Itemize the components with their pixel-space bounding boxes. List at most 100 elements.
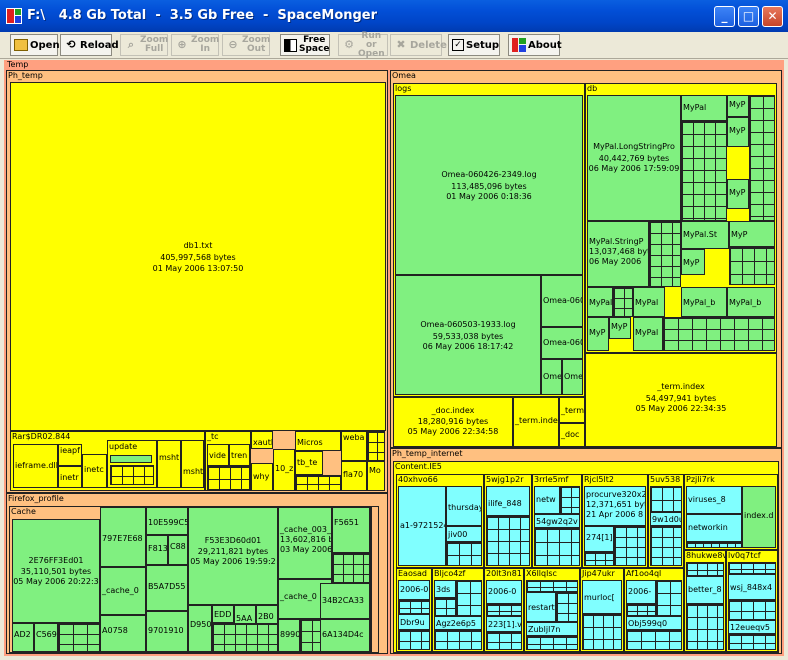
misc-subfiles-2[interactable] [367,431,385,461]
file-term-index[interactable]: _term.index 54,497,941 bytes 05 May 2006… [585,353,777,447]
file-cache-003[interactable]: _cache_003_ 13,602,816 byt 03 May 2006 [278,507,332,579]
file-ilife[interactable]: ilife_848 [486,486,530,516]
file-ome-a[interactable]: Ome [541,359,562,395]
folder-rar[interactable]: Rar$DR02.844 ieframe.dll ieapf inetr ine… [10,431,205,491]
db-subfiles-6[interactable] [663,317,775,351]
file-54gw2q2v[interactable]: 54gw2q2v [534,514,580,528]
file-index-d[interactable]: index.d [742,486,776,548]
subfiles[interactable] [446,542,482,566]
folder-eaosad[interactable]: Eaosad 2006-0 Dbr9u [396,568,432,652]
file-agz2e6p5[interactable]: Agz2e6p5 [434,616,482,630]
file-10z[interactable]: 10_z [273,449,295,491]
file-myp-6[interactable]: MyP [587,317,609,351]
folder-ph-temp[interactable]: Ph_temp db1.txt 405,997,568 bytes 01 May… [6,70,388,493]
file-jiv00[interactable]: jiv00 [446,526,482,542]
file-10e599c5[interactable]: 10E599C5 [146,507,188,535]
treemap[interactable]: Temp Ph_temp db1.txt 405,997,568 bytes 0… [4,60,784,656]
subfiles[interactable] [686,542,742,548]
folder-8hukwe8v[interactable]: 8hukwe8v better_8 [684,550,726,652]
cache-subfiles-4[interactable] [332,553,370,583]
file-term-small[interactable]: _term [559,397,585,423]
subfiles[interactable] [556,592,578,622]
folder-40xhvo66[interactable]: 40xhvo66 a1-9721524 thursday jiv00 [396,474,484,568]
file-micros[interactable]: Micros [295,431,341,451]
subfiles[interactable] [650,486,682,512]
file-mypal-1[interactable]: MyPal [681,95,727,121]
file-mo[interactable]: Mo [367,461,385,491]
subfiles[interactable] [486,516,530,566]
subfiles[interactable] [626,604,656,616]
tc-subfiles[interactable] [207,466,250,490]
folder-5uv538[interactable]: 5uv538 9w1d0u [648,474,684,568]
file-thursday[interactable]: thursday [446,486,482,526]
subfiles[interactable] [526,636,578,650]
file-f813[interactable]: F813 [146,535,168,565]
file-obj599q0[interactable]: Obj599q0 [626,616,682,630]
setup-button[interactable]: ✓ Setup [448,34,500,56]
subfiles[interactable] [486,632,522,650]
subfiles[interactable] [582,614,622,650]
file-tbte[interactable]: tb_te [295,451,323,475]
file-myp-2[interactable]: MyP [727,117,749,147]
file-myp-7[interactable]: MyP [609,317,631,339]
file-797e7e68[interactable]: 797E7E68 [100,507,146,567]
file-omea-060-b[interactable]: Omea-060 [541,327,583,359]
file-xauth[interactable]: xauth [251,431,273,449]
delete-button[interactable]: ✖ Delete [390,34,447,56]
file-a0758[interactable]: A0758 [100,615,146,652]
file-f53e3d60[interactable]: F53E3D60d01 29,211,821 bytes 05 May 2006… [188,507,278,605]
folder-weba[interactable]: weba [341,431,367,461]
file-2006-0b[interactable]: 2006-0 [486,580,522,604]
file-inetc[interactable]: inetc [82,454,107,488]
file-2006-0[interactable]: 2006-0 [398,580,430,600]
about-button[interactable]: About [508,34,562,56]
minimize-button[interactable]: _ [714,6,735,27]
file-myp-1[interactable]: MyP [727,95,749,117]
db-subfiles-5[interactable] [613,287,633,317]
file-2006-c[interactable]: 2006- [626,580,656,604]
folder-jip47ukr[interactable]: Jip47ukr murloc[ [580,568,624,652]
file-34b2ca33[interactable]: 34B2CA33 [320,583,370,619]
file-mypal-st[interactable]: MyPal.St [681,221,729,249]
file-9701910[interactable]: 9701910 [146,611,188,652]
file-mypal-2[interactable]: MyPal [587,287,613,317]
folder-ph-temp-internet[interactable]: Ph_temp_internet Content.IE5 40xhvo66 a1… [390,448,782,654]
folder-omea[interactable]: Omea logs Omea-060426-2349.log 113,485,0… [390,70,782,448]
file-edd[interactable]: EDD [212,605,234,623]
subfiles[interactable] [614,526,646,566]
open-button[interactable]: Open [10,34,60,56]
file-274[interactable]: 274[1] [584,526,614,552]
db-subfiles-3[interactable] [729,247,775,285]
subfiles[interactable] [650,526,682,566]
file-omea-060503[interactable]: Omea-060503-1933.log 59,533,038 bytes 06… [395,275,541,395]
folder-5wjg1p2r[interactable]: 5wjg1p2r ilife_848 [484,474,532,568]
file-mypal-4[interactable]: MyPal [633,317,663,351]
file-viruses[interactable]: viruses_8 [686,486,742,514]
db-subfiles-2[interactable] [749,95,775,221]
folder-pzjli7rk[interactable]: Pzjli7rk viruses_8 networkin index.d [684,474,778,550]
update-subfiles[interactable] [110,465,154,485]
file-b5a7d55[interactable]: B5A7D55 [146,565,188,611]
file-ome-b[interactable]: Ome [562,359,583,395]
subfiles[interactable] [584,552,614,566]
folder-3rrle5mf[interactable]: 3rrle5mf netw 54gw2q2v [532,474,582,568]
file-networkin[interactable]: networkin [686,514,742,542]
file-ieframe[interactable]: ieframe.dll [13,444,58,488]
file-d950[interactable]: D950 [188,605,212,652]
close-button[interactable]: ✕ [762,6,783,27]
folder-rjcl5lt2[interactable]: Rjcl5lt2 procurve320x2 12,371,651 bytes … [582,474,648,568]
file-better[interactable]: better_8 [686,576,724,604]
file-zubljl7n[interactable]: Zubljl7n [526,622,578,636]
file-c88[interactable]: C88 [168,535,188,565]
subfiles[interactable] [434,598,456,616]
file-9w1d0u[interactable]: 9w1d0u [650,512,682,526]
folder-db[interactable]: db MyPal.LongStringPro 40,442,769 bytes … [585,83,777,353]
folder-x6llqlsc[interactable]: X6llqlsc restart Zubljl7n [524,568,580,652]
file-msht-1[interactable]: msht [157,440,181,488]
file-omea-060426[interactable]: Omea-060426-2349.log 113,485,096 bytes 0… [395,95,583,275]
file-omea-060-a[interactable]: Omea-060 [541,275,583,327]
subfiles[interactable] [534,528,580,566]
